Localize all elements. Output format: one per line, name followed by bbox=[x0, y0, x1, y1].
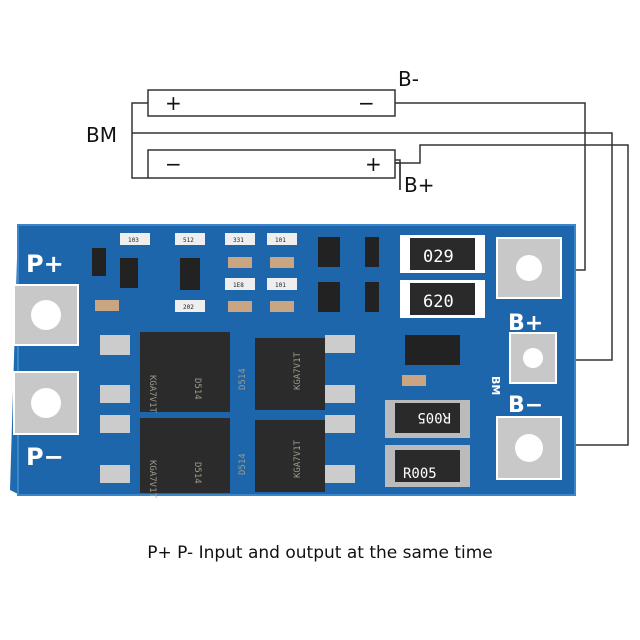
svg-text:202: 202 bbox=[183, 304, 194, 311]
pcb-label-b-minus: B− bbox=[508, 393, 543, 418]
small-ics bbox=[92, 237, 460, 365]
svg-text:101: 101 bbox=[275, 282, 286, 289]
label-b-minus: B- bbox=[398, 67, 419, 91]
smd-resistors: 103 512 331 101 1E8 101 202 bbox=[95, 233, 426, 386]
pcb-label-b-plus: B+ bbox=[508, 311, 543, 336]
svg-text:R005: R005 bbox=[417, 409, 451, 425]
shunt-resistor-bottom bbox=[410, 283, 475, 315]
pcb-label-p-minus: P− bbox=[26, 443, 64, 471]
pcb-label-bm: BM bbox=[489, 376, 502, 395]
battery-top bbox=[147, 89, 396, 117]
svg-text:101: 101 bbox=[275, 237, 286, 244]
battery-top-minus: − bbox=[358, 91, 375, 115]
svg-text:D514: D514 bbox=[238, 368, 248, 390]
sense-resistor-top bbox=[395, 403, 460, 433]
svg-text:620: 620 bbox=[423, 292, 454, 312]
mosfets: KGA7V1T D514 D514 KGA7V1T KGA7V1T D514 D… bbox=[100, 332, 355, 499]
svg-text:D514: D514 bbox=[192, 462, 202, 484]
svg-text:103: 103 bbox=[128, 237, 139, 244]
wire-b-minus bbox=[400, 144, 629, 446]
wire-bm-link bbox=[131, 102, 148, 179]
svg-text:KGA7V1T: KGA7V1T bbox=[293, 351, 303, 390]
pcb-label-p-plus: P+ bbox=[26, 250, 64, 278]
label-bm: BM bbox=[86, 123, 117, 147]
wire-bm bbox=[132, 132, 613, 361]
svg-text:512: 512 bbox=[183, 237, 194, 244]
battery-top-plus: + bbox=[165, 91, 182, 115]
svg-text:D514: D514 bbox=[192, 378, 202, 400]
battery-bottom bbox=[147, 149, 396, 179]
svg-text:029: 029 bbox=[423, 247, 454, 267]
svg-text:D514: D514 bbox=[238, 453, 248, 475]
caption: P+ P- Input and output at the same time bbox=[147, 543, 493, 563]
pcb-board: P+ P− B+ B− BM 103 512 331 101 1E8 101 2… bbox=[10, 224, 576, 499]
label-b-plus: B+ bbox=[404, 173, 434, 197]
svg-text:KGA7V1T: KGA7V1T bbox=[293, 439, 303, 478]
shunt-resistor-top bbox=[410, 238, 475, 270]
svg-text:1E8: 1E8 bbox=[233, 282, 244, 289]
sense-resistor-bottom bbox=[395, 450, 460, 482]
svg-text:331: 331 bbox=[233, 237, 244, 244]
svg-text:R005: R005 bbox=[403, 466, 437, 482]
svg-text:KGA7V1T: KGA7V1T bbox=[147, 375, 157, 414]
battery-bottom-minus: − bbox=[165, 152, 182, 176]
battery-bottom-plus: + bbox=[365, 152, 382, 176]
svg-text:KGA7V1T: KGA7V1T bbox=[147, 460, 157, 499]
